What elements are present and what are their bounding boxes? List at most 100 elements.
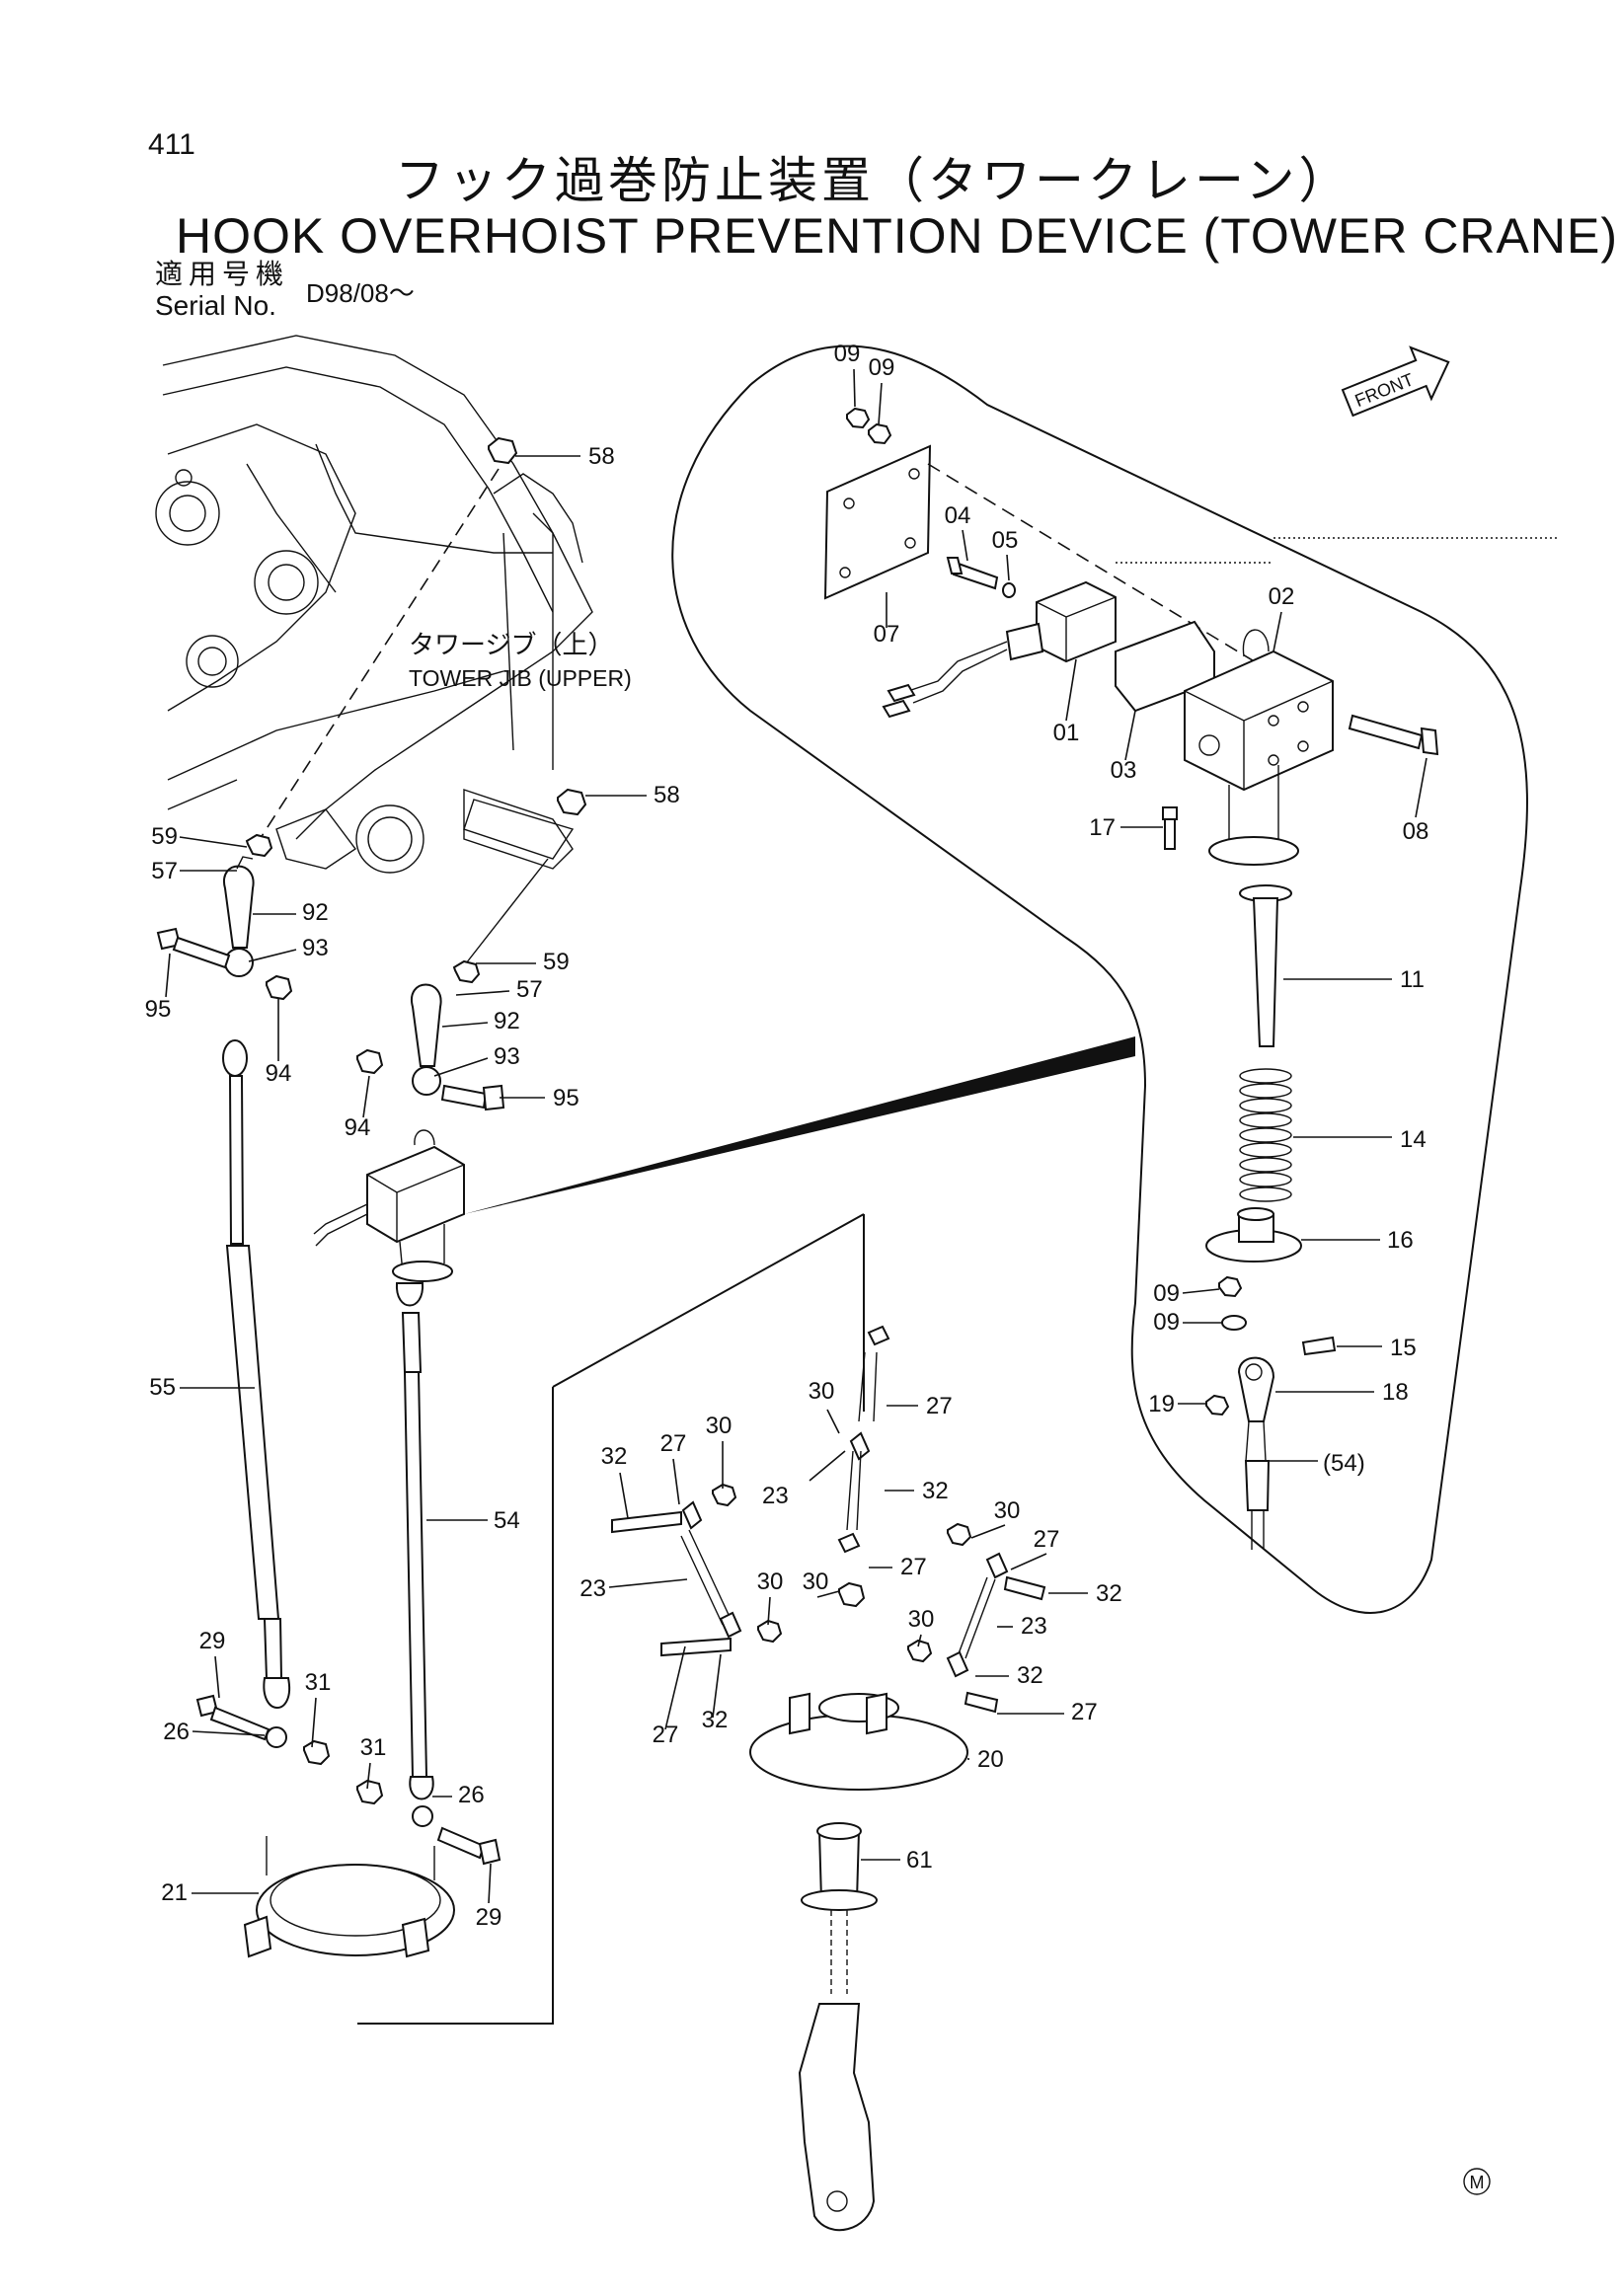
- part-callout-number: 26: [163, 1719, 190, 1745]
- part-callout-number: (54): [1323, 1450, 1365, 1477]
- part-callout-number: 18: [1382, 1379, 1409, 1406]
- part-callout-number: 55: [149, 1374, 176, 1401]
- part-callout-number: 03: [1111, 757, 1137, 784]
- callout-leader-line: [809, 1450, 846, 1482]
- part-callout-number: 04: [945, 502, 971, 529]
- detail-bubble-outline: [671, 344, 1528, 1614]
- callout-leader-line: [826, 1409, 840, 1434]
- part-callout-number: 27: [1071, 1699, 1098, 1725]
- callout-leader-line: [1006, 554, 1010, 581]
- callout-leader-line: [962, 529, 968, 562]
- part-callout-number: 30: [908, 1606, 935, 1633]
- part-callout-number: 93: [302, 935, 329, 961]
- callout-leader-line: [192, 1730, 266, 1736]
- part-callout-number: 31: [305, 1669, 332, 1696]
- part-callout-number: 27: [660, 1430, 687, 1457]
- callout-leader-line: [672, 1458, 680, 1505]
- part-callout-number: 23: [762, 1483, 789, 1509]
- part-callout-number: 09: [1153, 1280, 1180, 1307]
- part-callout-number: 16: [1387, 1227, 1414, 1254]
- part-callout-number: 54: [494, 1507, 520, 1534]
- callout-leader-line: [608, 1578, 688, 1588]
- jib-label-japanese: タワージブ（上）: [409, 630, 613, 659]
- part-callout-number: 27: [900, 1554, 927, 1580]
- page-number: 411: [148, 128, 195, 161]
- callout-leader-line: [165, 953, 171, 998]
- part-callout-number: 61: [906, 1847, 933, 1874]
- part-callout-number: 57: [151, 858, 178, 884]
- part-callout-number: 15: [1390, 1335, 1417, 1361]
- part-callout-number: 14: [1400, 1126, 1427, 1153]
- callout-leader-line: [433, 1057, 489, 1077]
- title-english: HOOK OVERHOIST PREVENTION DEVICE (TOWER …: [176, 208, 1618, 264]
- center-link-assembly: [611, 1325, 1046, 2232]
- part-callout-number: 23: [579, 1575, 606, 1602]
- part-callout-number: 94: [345, 1114, 371, 1141]
- part-callout-number: 92: [302, 899, 329, 926]
- part-callout-number: 26: [458, 1782, 485, 1808]
- callout-leader-line: [248, 949, 297, 962]
- callout-leader-line: [362, 1075, 370, 1118]
- callout-leader-line: [878, 382, 883, 425]
- part-callout-number: 08: [1403, 818, 1429, 845]
- part-callout-number: 93: [494, 1043, 520, 1070]
- callout-leader-line: [712, 1653, 722, 1719]
- callout-leader-line: [767, 1596, 771, 1626]
- callout-leader-line: [1273, 611, 1282, 652]
- serial-number-value: D98/08～: [306, 278, 415, 308]
- callout-leader-line: [366, 1762, 371, 1790]
- part-callout-number: 30: [803, 1569, 829, 1595]
- callout-leader-line: [179, 836, 248, 848]
- front-label: FRONT: [1352, 369, 1417, 411]
- part-callout-number: 27: [1034, 1526, 1060, 1553]
- part-callout-number: 01: [1053, 720, 1080, 746]
- middle-rod-assembly: [313, 858, 549, 1866]
- part-callout-number: 11: [1400, 966, 1425, 993]
- part-callout-number: 32: [922, 1478, 949, 1504]
- part-callout-number: 59: [543, 949, 570, 975]
- part-callout-number: 07: [874, 621, 900, 648]
- part-callout-number: 27: [653, 1722, 679, 1748]
- callout-leader-line: [970, 1524, 1006, 1539]
- part-callout-number: 58: [588, 443, 615, 470]
- part-callout-number: 30: [809, 1378, 835, 1405]
- part-callout-number: 30: [706, 1413, 733, 1439]
- callout-leader-line: [1124, 710, 1136, 761]
- center-group-bracket: [357, 1213, 865, 2025]
- part-callout-number: 17: [1089, 814, 1116, 841]
- ring-bracket-21: [243, 1836, 455, 1958]
- part-callout-number: 20: [977, 1746, 1004, 1773]
- callout-leader-line: [816, 1590, 840, 1598]
- part-callout-number: 30: [994, 1497, 1021, 1524]
- left-rod-assembly: [156, 436, 587, 1766]
- part-callout-number: 32: [601, 1443, 628, 1470]
- part-callout-number: 31: [360, 1734, 387, 1761]
- part-callout-number: 09: [869, 354, 895, 381]
- callout-leader-line: [664, 1645, 686, 1730]
- serial-label-japanese: 適用号機: [155, 258, 290, 290]
- callout-leader-line: [441, 1022, 489, 1028]
- part-callout-number: 32: [1017, 1662, 1043, 1689]
- detail-parts: [823, 407, 1439, 1550]
- part-callout-number: 09: [1153, 1309, 1180, 1336]
- callout-leader-line: [619, 1472, 629, 1519]
- part-callout-number: 95: [145, 996, 172, 1023]
- title-japanese: フック過巻防止装置（タワークレーン）: [395, 152, 1352, 209]
- callout-leader-line: [1065, 658, 1077, 722]
- callout-leader-line: [214, 1655, 220, 1699]
- part-callout-number: 21: [161, 1879, 188, 1906]
- serial-label-english: Serial No.: [155, 290, 276, 321]
- part-callout-number: 09: [834, 341, 861, 367]
- callout-leader-line: [1010, 1553, 1047, 1570]
- part-callout-number: 29: [199, 1628, 226, 1654]
- part-callout-number: 02: [1269, 583, 1295, 610]
- part-callout-number: 19: [1148, 1391, 1175, 1417]
- part-callout-number: 30: [757, 1569, 784, 1595]
- jib-label-english: TOWER JIB (UPPER): [409, 665, 632, 691]
- part-callout-number: 57: [516, 976, 543, 1003]
- callout-leader-line: [917, 1634, 922, 1647]
- part-callout-number: 58: [654, 782, 680, 808]
- part-callout-number: 23: [1021, 1613, 1047, 1640]
